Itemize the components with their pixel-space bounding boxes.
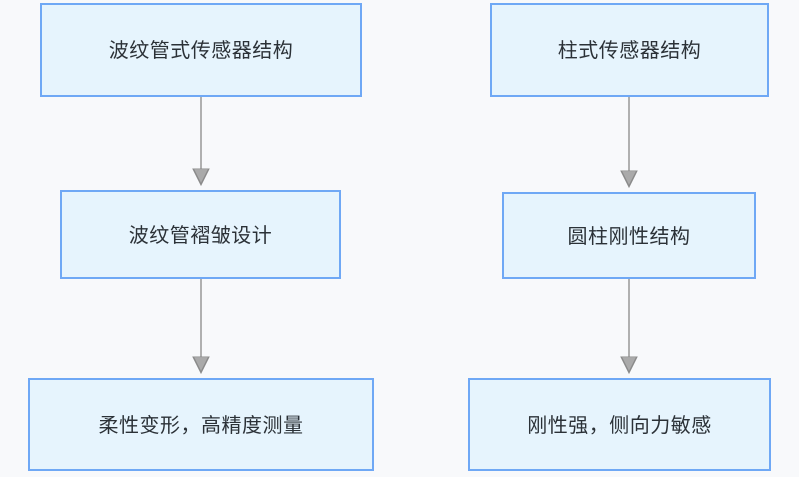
node-cylindrical-rigid-structure[interactable]: 圆柱刚性结构 (502, 192, 756, 279)
node-label: 波纹管褶皱设计 (128, 222, 273, 247)
node-label: 波纹管式传感器结构 (108, 38, 294, 62)
node-high-rigidity-lateral-force-sensitive[interactable]: 刚性强，侧向力敏感 (468, 378, 771, 471)
node-bellows-sensor-structure[interactable]: 波纹管式传感器结构 (40, 3, 362, 97)
node-label: 柔性变形，高精度测量 (98, 412, 304, 437)
node-column-sensor-structure[interactable]: 柱式传感器结构 (490, 3, 769, 97)
node-label: 刚性强，侧向力敏感 (527, 412, 712, 437)
node-flexible-deformation-high-precision[interactable]: 柔性变形，高精度测量 (28, 378, 374, 471)
node-label: 圆柱刚性结构 (567, 223, 691, 248)
node-label: 柱式传感器结构 (557, 38, 702, 62)
node-bellows-corrugation-design[interactable]: 波纹管褶皱设计 (60, 190, 341, 279)
